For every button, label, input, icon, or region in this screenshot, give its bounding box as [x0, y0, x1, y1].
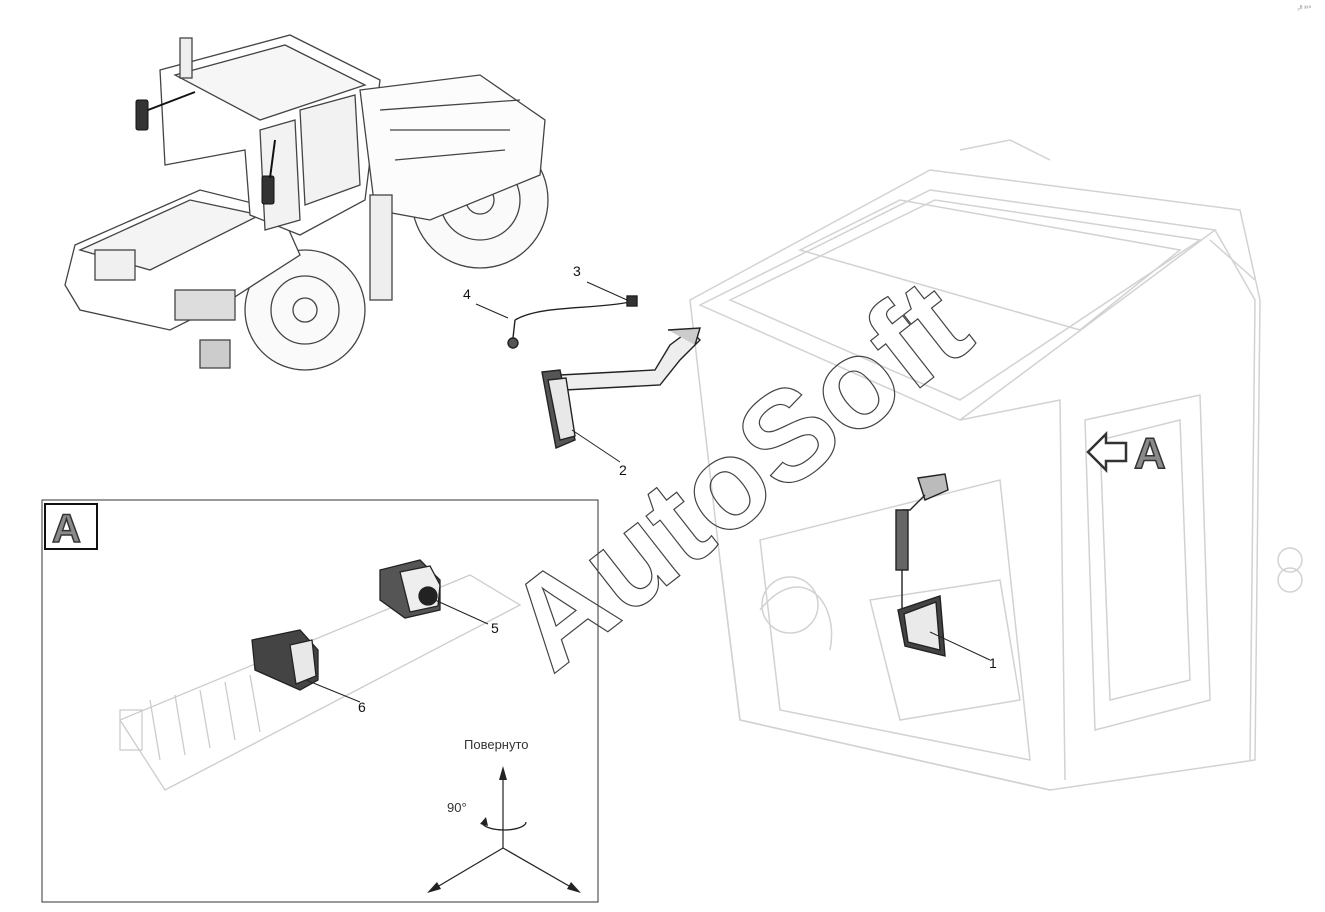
leader-5	[434, 599, 489, 625]
callout-2: 2	[619, 462, 627, 478]
detail-frame	[41, 499, 599, 903]
leader-1	[929, 631, 991, 661]
rotation-indicator: Повернуто 90°	[427, 737, 581, 893]
view-arrow: A	[1086, 428, 1167, 479]
callout-6: 6	[358, 699, 366, 715]
leader-4	[475, 303, 509, 319]
rotation-arrow-icon	[481, 821, 527, 831]
rotation-angle: 90°	[447, 800, 467, 815]
leader-lines	[305, 281, 991, 703]
wire-harness	[507, 295, 638, 349]
detail-label: A	[52, 507, 81, 551]
callout-5: 5	[491, 620, 499, 636]
tractor-illustration	[64, 34, 549, 371]
switch-5	[379, 559, 441, 619]
right-mirror-assembly	[895, 473, 949, 657]
tractor-mirrors	[135, 91, 276, 205]
dashboard-panel	[119, 574, 522, 791]
rotation-note: Повернуто	[464, 737, 529, 752]
callout-4: 4	[463, 286, 471, 302]
switch-6	[251, 629, 319, 691]
corner-mark: ₀ᴮ ³⁹⁰	[1297, 6, 1311, 12]
callout-3: 3	[573, 263, 581, 279]
leader-3	[586, 281, 628, 301]
leader-2	[571, 429, 621, 463]
leader-6	[305, 679, 361, 703]
detail-label-box	[44, 503, 98, 550]
view-label: A	[1134, 429, 1166, 478]
left-mirror-assembly	[541, 327, 701, 449]
callout-1: 1	[989, 655, 997, 671]
tractor-front-wheel	[244, 249, 366, 371]
